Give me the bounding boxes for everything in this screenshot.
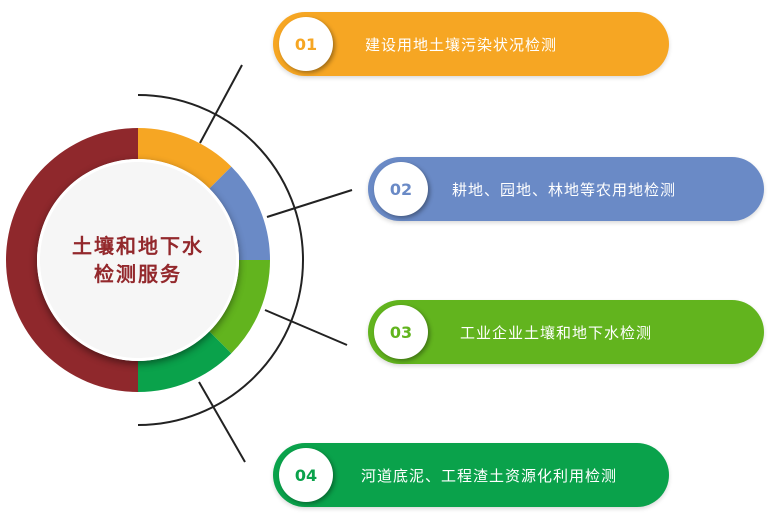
- ring-segment-main: [6, 128, 138, 392]
- center-title-line2: 检测服务: [94, 262, 182, 286]
- item-number: 04: [279, 448, 333, 502]
- item-number: 03: [374, 305, 428, 359]
- item-number: 02: [374, 162, 428, 216]
- item-02: 02 耕地、园地、林地等农用地检测: [368, 157, 764, 221]
- item-04: 04 河道底泥、工程渣土资源化利用检测: [273, 443, 669, 507]
- ring-segment-04: [138, 330, 232, 392]
- center-title: 土壤和地下水 检测服务: [37, 159, 239, 361]
- connector-03: [264, 309, 348, 346]
- item-number: 01: [279, 17, 333, 71]
- item-label: 河道底泥、工程渣土资源化利用检测: [361, 466, 618, 485]
- connector-02: [266, 189, 353, 218]
- outer-arc: [137, 94, 304, 426]
- connector-01: [199, 64, 243, 144]
- ring-segment-02: [208, 166, 270, 260]
- item-label: 建设用地土壤污染状况检测: [365, 35, 558, 54]
- item-03: 03 工业企业土壤和地下水检测: [368, 300, 764, 364]
- connector-04: [198, 381, 246, 463]
- center-title-line1: 土壤和地下水: [72, 234, 204, 258]
- item-01: 01 建设用地土壤污染状况检测: [273, 12, 669, 76]
- item-label: 工业企业土壤和地下水检测: [460, 323, 653, 342]
- item-label: 耕地、园地、林地等农用地检测: [452, 180, 677, 199]
- ring-segment-03: [208, 260, 270, 354]
- ring-segment-01: [138, 128, 232, 190]
